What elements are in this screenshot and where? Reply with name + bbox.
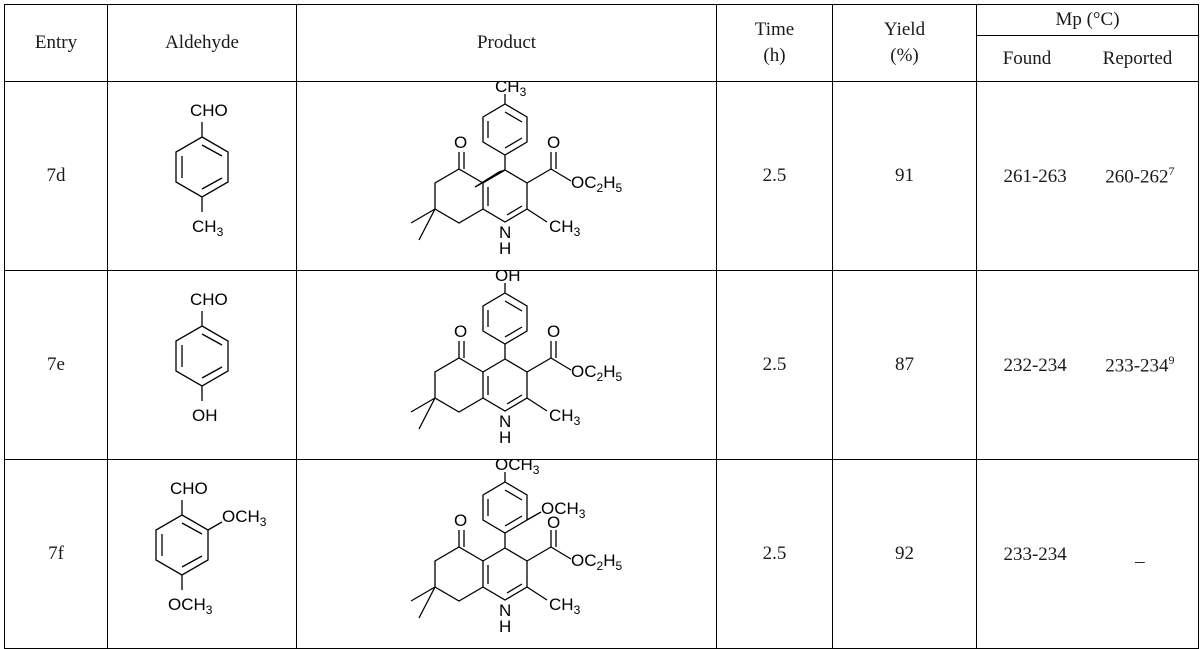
- header-aldehyde: Aldehyde: [107, 4, 297, 82]
- mp-cell: 232-234 233-2349: [976, 270, 1199, 460]
- entry-cell: 7e: [4, 270, 108, 460]
- time-cell: 2.5: [716, 459, 833, 649]
- header-mp: Mp (°C): [976, 4, 1199, 36]
- product-cell: OH O O OC2H5 CH3 N H: [296, 266, 717, 460]
- product-ortho-label: OCH3: [541, 499, 586, 521]
- data-table: Entry Aldehyde Product Time (h) Yield (%…: [4, 4, 1199, 649]
- aldehyde-top-label: CHO: [190, 101, 228, 120]
- product-methyl-label: CH3: [549, 595, 581, 617]
- header-found: Found: [1002, 47, 1052, 69]
- entry-cell: 7d: [4, 81, 108, 271]
- mp-found: 261-263: [1003, 166, 1067, 188]
- aldehyde-bottom-label: CH3: [192, 217, 224, 239]
- entry-cell: 7f: [4, 459, 108, 649]
- product-ketone-o: O: [454, 511, 467, 530]
- yield-cell: 91: [832, 81, 977, 271]
- aldehyde-structure-7e: CHO OH: [174, 290, 229, 425]
- mp-ref: 9: [1168, 352, 1175, 367]
- product-h-label: H: [499, 617, 511, 636]
- table-row: 7d CHO CH3: [4, 77, 1199, 271]
- product-structure-7f: OCH3 OCH3 O O OC2H5 CH3 N H: [410, 455, 622, 636]
- product-h-label: H: [499, 428, 511, 447]
- product-ester-o: O: [547, 513, 560, 532]
- time-cell: 2.5: [716, 270, 833, 460]
- yield-cell: 87: [832, 270, 977, 460]
- mp-found: 232-234: [1003, 355, 1067, 377]
- aldehyde-bottom-label: OCH3: [168, 595, 213, 617]
- aldehyde-structure-7f: CHO OCH3 OCH3: [154, 479, 267, 617]
- mp-reported: _: [1135, 544, 1145, 566]
- table-row: 7e CHO OH: [4, 266, 1199, 460]
- product-ester-label: OC2H5: [571, 551, 622, 573]
- product-cell: CH3 O O OC2H5 CH3 N H: [296, 77, 717, 271]
- product-para-label: OH: [495, 271, 521, 285]
- product-para-label: CH3: [495, 82, 527, 99]
- header-product: Product: [296, 4, 717, 82]
- product-methyl-label: CH3: [549, 217, 581, 239]
- product-ester-label: OC2H5: [571, 362, 622, 384]
- mp-reported: 260-2627: [1105, 163, 1175, 188]
- aldehyde-structure-7d: CHO CH3: [174, 101, 229, 239]
- mp-ref: 7: [1168, 163, 1175, 178]
- product-structure-7d: CH3 O O OC2H5 CH3 N H: [410, 77, 622, 258]
- header-yield-line2: (%): [890, 45, 919, 66]
- product-ketone-o: O: [454, 322, 467, 341]
- mp-cell: 261-263 260-2627: [976, 81, 1199, 271]
- product-para-label: OCH3: [495, 460, 540, 477]
- header-mp-sub: Found Reported: [976, 35, 1199, 82]
- product-ester-o: O: [547, 322, 560, 341]
- aldehyde-cell: CHO OH: [107, 270, 297, 460]
- aldehyde-bottom-label: OH: [192, 406, 218, 425]
- mp-cell: 233-234 _: [976, 459, 1199, 649]
- header-yield: Yield (%): [832, 4, 977, 82]
- product-n-label: N: [499, 412, 511, 431]
- product-structure-7e: OH O O OC2H5 CH3 N H: [410, 266, 622, 447]
- header-time: Time (h): [716, 4, 833, 82]
- header-time-line1: Time: [754, 19, 795, 40]
- time-cell: 2.5: [716, 81, 833, 271]
- product-methyl-label: CH3: [549, 406, 581, 428]
- header-reported: Reported: [1102, 47, 1173, 69]
- product-n-label: N: [499, 223, 511, 242]
- yield-cell: 92: [832, 459, 977, 649]
- mp-reported: 233-2349: [1105, 352, 1175, 377]
- product-cell: OCH3 OCH3 O O OC2H5 CH3 N H: [296, 455, 717, 649]
- header-entry: Entry: [4, 4, 108, 82]
- aldehyde-cell: CHO OCH3 OCH3: [107, 459, 297, 649]
- table-row: 7f CHO OCH3 OCH3: [4, 455, 1199, 649]
- aldehyde-ortho-label: OCH3: [222, 507, 267, 529]
- header-yield-line1: Yield: [883, 19, 926, 40]
- product-ester-o: O: [547, 133, 560, 152]
- mp-found: 233-234: [1003, 544, 1067, 566]
- product-ketone-o: O: [454, 133, 467, 152]
- product-n-label: N: [499, 601, 511, 620]
- aldehyde-cell: CHO CH3: [107, 81, 297, 271]
- product-h-label: H: [499, 239, 511, 258]
- product-ester-label: OC2H5: [571, 173, 622, 195]
- header-time-line2: (h): [763, 45, 786, 66]
- aldehyde-top-label: CHO: [190, 290, 228, 309]
- aldehyde-top-label: CHO: [170, 479, 208, 498]
